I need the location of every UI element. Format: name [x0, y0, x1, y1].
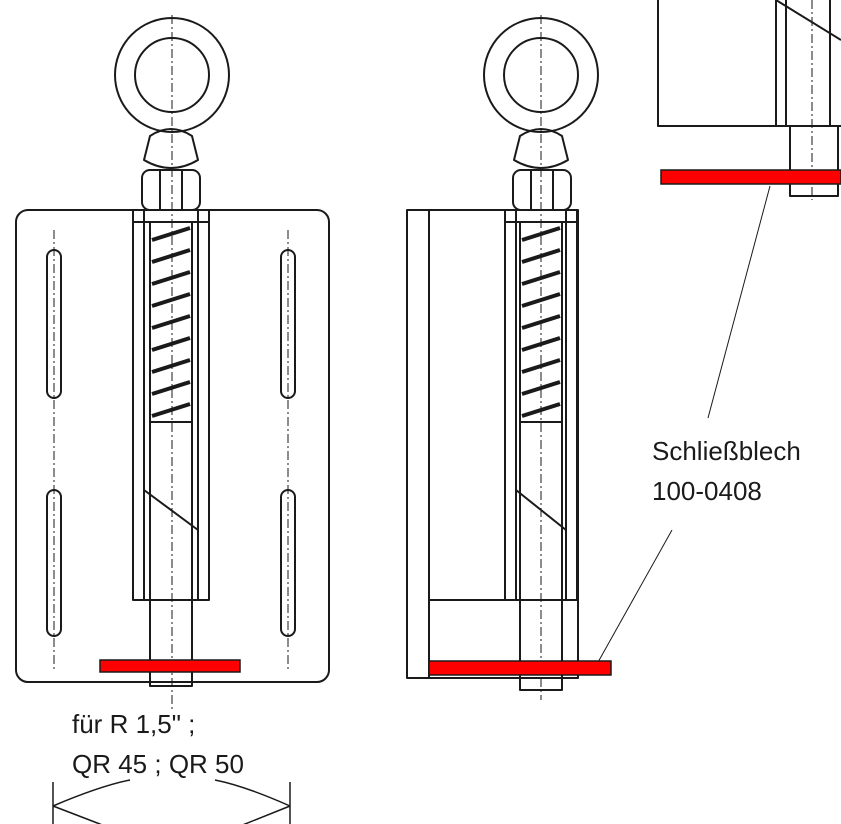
side-view	[406, 15, 599, 700]
dimension-line	[52, 779, 291, 824]
fit-label-line2: QR 45 ; QR 50	[72, 749, 244, 779]
fit-label-line1: für R 1,5" ;	[72, 709, 196, 739]
side-view-plate	[406, 209, 430, 679]
leader-line-side	[596, 529, 673, 665]
strike-plate-detail	[660, 169, 841, 185]
strike-plate-side	[428, 660, 612, 676]
strike-plate-front	[99, 659, 241, 673]
detail-view	[657, 0, 841, 200]
front-view	[15, 15, 330, 710]
side-view-body	[428, 209, 579, 679]
left-lower-slot	[46, 489, 62, 637]
part-name-label: Schließblech	[652, 436, 801, 466]
leader-line-detail	[707, 185, 771, 419]
part-number-label: 100-0408	[652, 476, 762, 506]
right-lower-slot	[280, 489, 296, 637]
